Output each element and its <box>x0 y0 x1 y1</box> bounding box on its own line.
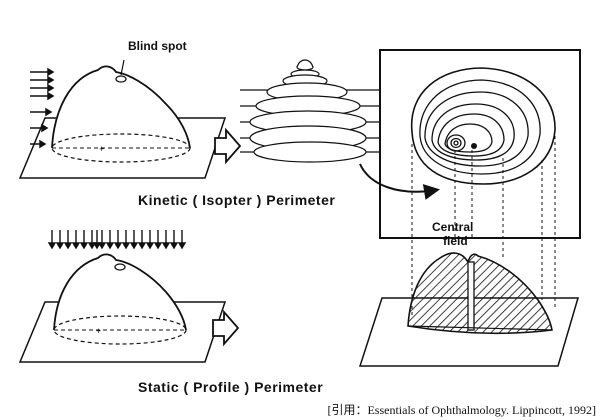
kinetic-stimulus-arrows <box>30 67 55 149</box>
static-stimulus-arrows <box>47 230 187 250</box>
static-hill-of-vision <box>53 253 187 331</box>
static-dome-base <box>53 315 187 345</box>
citation: [引用：Essentials of Ophthalmology. Lippinc… <box>327 403 596 417</box>
svg-text:+: + <box>99 144 104 154</box>
projection-lines <box>411 136 556 315</box>
static-flow-arrow <box>212 309 240 347</box>
central-field-label-2: field <box>443 234 468 248</box>
kinetic-dome-group: + <box>18 59 242 179</box>
svg-text:+: + <box>96 326 101 336</box>
kinetic-flow-arrow <box>214 127 242 165</box>
static-profile <box>358 252 580 367</box>
static-blind-spot-marker <box>114 263 126 271</box>
blind-spot-label: Blind spot <box>128 39 187 53</box>
isopter-blind-spot <box>471 143 477 149</box>
static-title: Static ( Profile ) Perimeter <box>138 379 323 395</box>
isopter-map <box>379 49 581 239</box>
curved-transfer-arrow <box>359 163 440 200</box>
static-dome-group: + <box>18 230 240 363</box>
kinetic-hill-of-vision <box>51 65 191 149</box>
isopter-slices <box>240 59 395 163</box>
profile-hatched-hill <box>407 252 553 335</box>
blind-spot-notch <box>467 261 475 331</box>
blind-spot-marker <box>115 75 127 83</box>
isopter-frame <box>379 49 581 239</box>
kinetic-title: Kinetic ( Isopter ) Perimeter <box>138 192 335 208</box>
central-field-label-1: Central <box>432 220 473 234</box>
kinetic-dome-base <box>51 133 191 163</box>
